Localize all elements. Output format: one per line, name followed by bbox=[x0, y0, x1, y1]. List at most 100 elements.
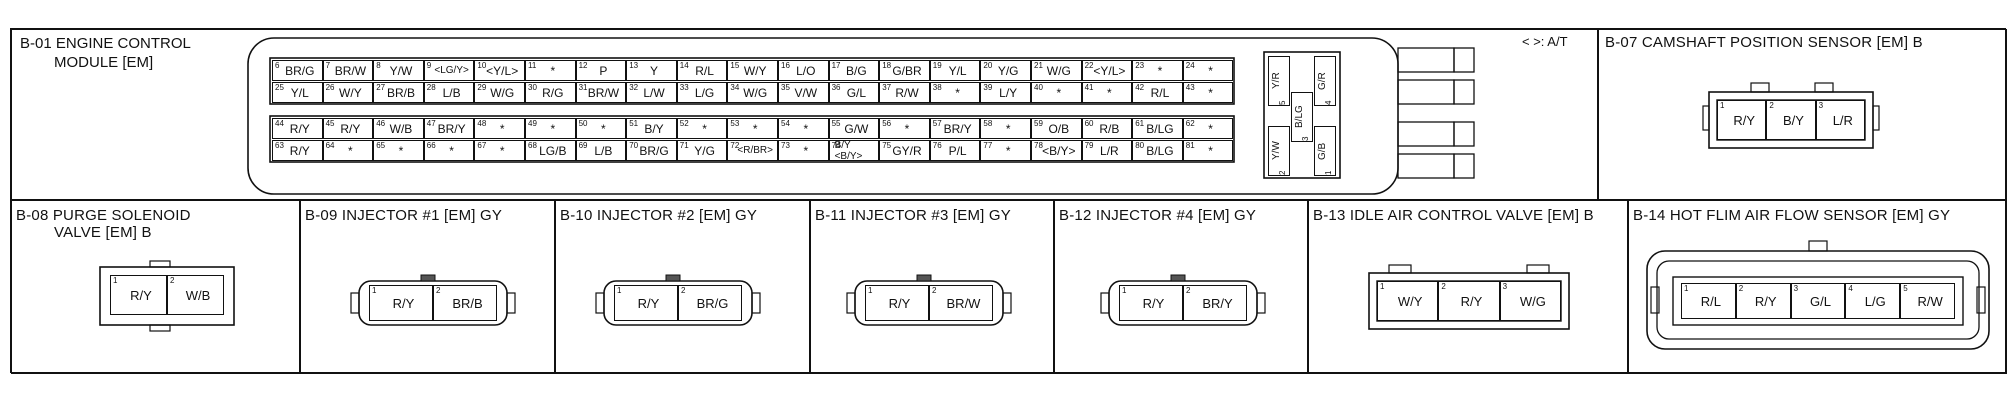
pin-number: 5 bbox=[1903, 284, 1908, 293]
pin-number: 22 bbox=[1084, 61, 1094, 70]
wire-color: O/B bbox=[1048, 121, 1070, 136]
pin-number: 6 bbox=[275, 61, 280, 70]
pin-cell: 49* bbox=[525, 118, 576, 139]
pin-cell: 63 R/Y bbox=[272, 140, 323, 161]
wire-color: R/L bbox=[1700, 293, 1722, 309]
wire-color: Y/L bbox=[290, 85, 309, 100]
pin-number: 66 bbox=[426, 141, 436, 150]
wire-color: BR/G bbox=[285, 63, 315, 78]
pin-number: 11 bbox=[528, 61, 537, 70]
wire-color: BR/W bbox=[334, 63, 367, 78]
wire-color: BR/B bbox=[386, 85, 415, 100]
pin-cell: 53* bbox=[727, 118, 778, 139]
pin-number: 63 bbox=[275, 141, 284, 150]
wire-color: Y bbox=[649, 63, 658, 78]
pin-cell: 67* bbox=[474, 140, 525, 161]
wire-color: BR/G bbox=[639, 143, 669, 158]
wire-color: * bbox=[904, 121, 910, 136]
pin-cell: 65* bbox=[373, 140, 424, 161]
pin-cell: 24* bbox=[1182, 60, 1234, 81]
pin-cell: 81* bbox=[1182, 140, 1234, 161]
pin-number: 1 bbox=[372, 286, 377, 295]
pin-cell: 6 BR/G bbox=[272, 60, 323, 81]
wire-color: R/Y bbox=[1733, 112, 1755, 128]
pin-cell: 22<Y/L> bbox=[1081, 60, 1133, 81]
pin-number: 61 bbox=[1135, 119, 1145, 128]
pin-cell: 77 * bbox=[980, 140, 1031, 161]
pin-number: 74 bbox=[831, 141, 841, 150]
pin-number: 8 bbox=[376, 61, 381, 70]
b09-title: B-09 INJECTOR #1 [EM] GY bbox=[305, 207, 503, 224]
wire-color: Y/W bbox=[1271, 141, 1282, 161]
b09-connector-outline bbox=[350, 274, 516, 326]
pin-number: 1 bbox=[1720, 101, 1725, 110]
wire-color: B/Y bbox=[1783, 112, 1804, 128]
pin-number: 53 bbox=[730, 119, 740, 128]
wire-color: * bbox=[601, 121, 606, 136]
pin-number: 12 bbox=[578, 61, 588, 70]
wire-color: * bbox=[1005, 143, 1011, 158]
pin-number: 78 bbox=[1034, 141, 1043, 150]
wire-color: L/R bbox=[1832, 112, 1853, 128]
wire-color: L/B bbox=[442, 85, 461, 100]
pin-number: 45 bbox=[325, 119, 335, 128]
pin-number: 58 bbox=[983, 119, 993, 128]
wire-color: L/R bbox=[1100, 143, 1119, 158]
wire-color: R/L bbox=[1150, 85, 1170, 100]
wire-color: * bbox=[702, 121, 707, 136]
wire-color: R/W bbox=[1917, 293, 1943, 309]
wire-color: GY/R bbox=[892, 143, 922, 158]
ecm-cell: B-01 ENGINE CONTROL MODULE [EM] < >: A/T… bbox=[11, 29, 1598, 200]
pin-number: 77 bbox=[983, 141, 993, 150]
pin-cell: 40* bbox=[1031, 82, 1082, 103]
wire-color: W/G bbox=[743, 85, 768, 100]
wire-color: W/Y bbox=[1397, 293, 1423, 309]
wire-color: G/L bbox=[1810, 293, 1831, 309]
wire-color: R/Y bbox=[289, 143, 310, 158]
ecm-title: B-01 ENGINE CONTROL MODULE [EM] bbox=[20, 34, 191, 72]
wire-color: R/Y bbox=[1460, 293, 1483, 309]
wire-color: R/G bbox=[542, 85, 564, 100]
wire-color: R/B bbox=[1099, 121, 1120, 136]
pin-number: 4 bbox=[1324, 100, 1333, 105]
wire-color: R/L bbox=[695, 63, 714, 78]
wire-color: * bbox=[1107, 85, 1112, 100]
wire-color: G/BR bbox=[892, 63, 922, 78]
wire-color: R/Y bbox=[340, 121, 361, 136]
pin-cell: 43* bbox=[1182, 82, 1234, 103]
wire-color: * bbox=[449, 143, 454, 158]
wire-color: W/G bbox=[490, 85, 515, 100]
pin-number: 68 bbox=[528, 141, 537, 150]
wire-color: B/LG bbox=[1146, 121, 1174, 136]
b08-connector-outline bbox=[99, 260, 235, 332]
pin-number: 18 bbox=[882, 61, 892, 70]
pin-cell: 9<LG/Y> bbox=[423, 60, 475, 81]
